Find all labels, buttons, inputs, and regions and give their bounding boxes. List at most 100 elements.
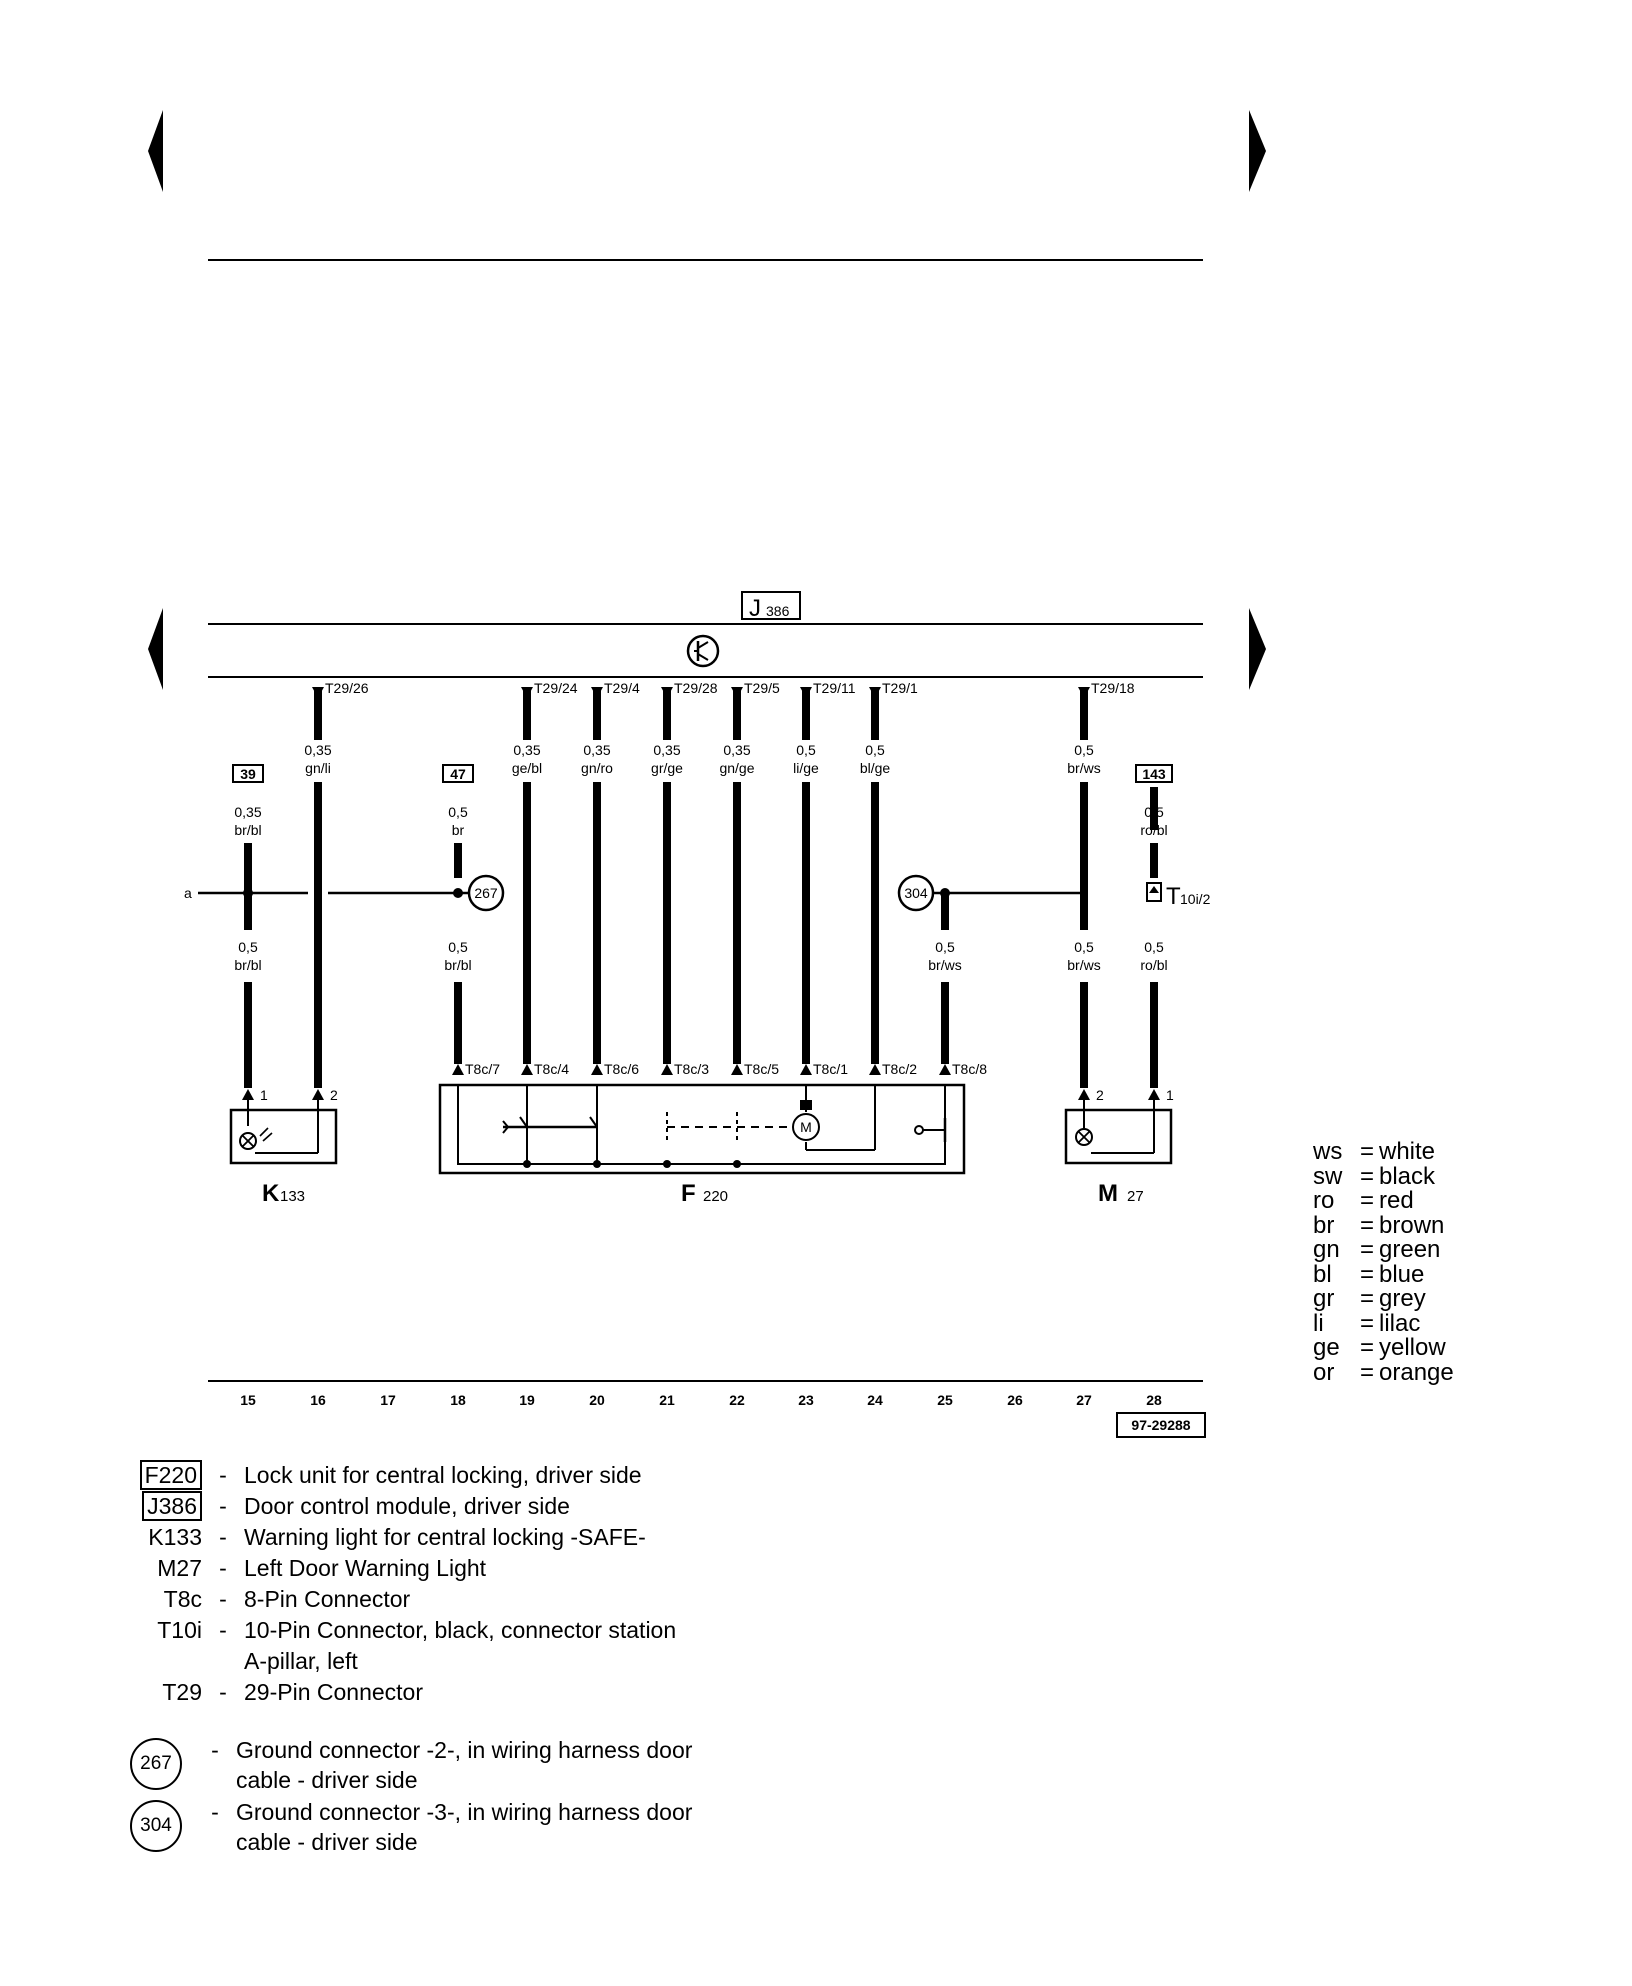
- m27-label-main: M: [1098, 1180, 1118, 1207]
- svg-text:br/ws: br/ws: [1067, 957, 1100, 973]
- motor-icon: M: [792, 1100, 820, 1141]
- legend-color-name: red: [1379, 1187, 1414, 1214]
- ground-description-line2: cable - driver side: [236, 1829, 418, 1855]
- k133-label-sub: 133: [280, 1188, 305, 1205]
- svg-text:0,35: 0,35: [234, 804, 261, 820]
- legend-equals: =: [1359, 1236, 1374, 1263]
- dash: -: [211, 1737, 219, 1763]
- dash: -: [219, 1679, 227, 1705]
- ground-row: 267 - Ground connector -2-, in wiring ha…: [130, 1735, 796, 1795]
- legend-abbr: ws: [1313, 1138, 1343, 1165]
- ground-description-line1: Ground connector -3-, in wiring harness …: [236, 1799, 693, 1825]
- svg-text:br/ws: br/ws: [928, 957, 961, 973]
- legend-abbr: ge: [1313, 1334, 1340, 1361]
- legend-row: or=orange: [1313, 1358, 1454, 1386]
- t8c-arrows: [242, 1064, 1160, 1100]
- ref-boxes: 39 47 143: [232, 764, 1173, 783]
- m27-component: [1064, 1100, 1173, 1165]
- svg-text:T29/4: T29/4: [604, 680, 640, 696]
- component-row: M27 - Left Door Warning Light: [130, 1553, 804, 1584]
- svg-text:0,5: 0,5: [865, 742, 885, 758]
- legend-color-name: green: [1379, 1236, 1441, 1263]
- svg-text:br/bl: br/bl: [234, 957, 261, 973]
- prev-page-arrow-mid[interactable]: [148, 608, 163, 690]
- svg-text:gn/ro: gn/ro: [581, 760, 613, 776]
- svg-text:26: 26: [1007, 1392, 1023, 1408]
- ground-267-symbol: 267: [458, 874, 505, 912]
- svg-text:T8c/7: T8c/7: [465, 1061, 500, 1077]
- f220-component: [438, 1083, 966, 1175]
- component-code: K133: [148, 1524, 202, 1550]
- svg-text:18: 18: [450, 1392, 466, 1408]
- pin-labels: 1 2 2 1: [260, 1087, 1174, 1103]
- mid-wire-labels-bottom: 0,5 br/bl 0,5 br/bl 0,5 br/ws 0,5 br/ws …: [234, 939, 1167, 973]
- svg-text:T8c/5: T8c/5: [744, 1061, 779, 1077]
- svg-text:T29/11: T29/11: [813, 680, 856, 696]
- legend-color-name: lilac: [1379, 1309, 1421, 1337]
- j386-label-main: J: [749, 595, 761, 622]
- component-description: Door control module, driver side: [244, 1493, 570, 1519]
- legend-equals: =: [1359, 1138, 1374, 1165]
- svg-text:16: 16: [310, 1392, 326, 1408]
- ground-code-circle: 304: [130, 1800, 182, 1852]
- figure-id-box: [1116, 1412, 1206, 1438]
- ground-description-line1: Ground connector -2-, in wiring harness …: [236, 1737, 693, 1763]
- svg-text:39: 39: [240, 766, 256, 782]
- legend-abbr: br: [1313, 1211, 1335, 1239]
- svg-text:T: T: [1166, 883, 1181, 910]
- component-description-line2: A-pillar, left: [244, 1648, 358, 1674]
- next-page-arrow-mid[interactable]: [1249, 608, 1266, 690]
- svg-text:br/ws: br/ws: [1067, 760, 1100, 776]
- component-row: T29 - 29-Pin Connector: [130, 1677, 804, 1708]
- svg-text:24: 24: [867, 1392, 883, 1408]
- svg-text:0,5: 0,5: [1144, 804, 1164, 820]
- svg-text:0,5: 0,5: [448, 804, 468, 820]
- component-description: 8-Pin Connector: [244, 1586, 411, 1612]
- track-numbers: 15 16 17 18 19 20 21 22 23 24 25 26 27 2…: [240, 1392, 1162, 1408]
- legend-color-name: blue: [1379, 1260, 1425, 1288]
- prev-page-arrow-top[interactable]: [148, 110, 163, 192]
- legend-row: bl=blue: [1313, 1260, 1454, 1288]
- svg-text:0,5: 0,5: [1144, 939, 1164, 955]
- svg-text:20: 20: [589, 1392, 605, 1408]
- component-code: T29: [162, 1679, 202, 1705]
- component-code: T10i: [157, 1617, 202, 1643]
- ground-code-circle: 267: [130, 1738, 182, 1790]
- legend-row: li=lilac: [1313, 1309, 1454, 1337]
- svg-text:br/bl: br/bl: [444, 957, 471, 973]
- next-page-arrow-top[interactable]: [1249, 110, 1266, 192]
- legend-equals: =: [1359, 1285, 1374, 1312]
- a-label: a: [184, 885, 192, 901]
- component-description-line1: 10-Pin Connector, black, connector stati…: [244, 1617, 677, 1643]
- svg-text:li/ge: li/ge: [793, 760, 819, 776]
- svg-text:T29/5: T29/5: [744, 680, 780, 696]
- component-row: J386 - Door control module, driver side: [130, 1491, 804, 1522]
- svg-text:27: 27: [1076, 1392, 1092, 1408]
- component-row: K133 - Warning light for central locking…: [130, 1522, 804, 1553]
- ground-description: Ground connector -2-, in wiring harness …: [236, 1735, 796, 1795]
- svg-text:M: M: [800, 1119, 812, 1135]
- m27-label-sub: 27: [1127, 1188, 1144, 1205]
- component-row: T8c - 8-Pin Connector: [130, 1584, 804, 1615]
- legend-row: gn=green: [1313, 1236, 1454, 1263]
- svg-text:0,35: 0,35: [304, 742, 331, 758]
- legend-color-name: orange: [1379, 1358, 1454, 1386]
- legend-row: br=brown: [1313, 1211, 1454, 1239]
- legend-color-name: grey: [1379, 1285, 1426, 1312]
- t8c-labels: T8c/7 T8c/4 T8c/6 T8c/3 T8c/5 T8c/1 T8c/…: [465, 1061, 987, 1077]
- component-list: F220 - Lock unit for central locking, dr…: [130, 1460, 804, 1708]
- ground-304-symbol: 304: [897, 874, 945, 912]
- svg-text:267: 267: [474, 885, 498, 901]
- k133-label-main: K: [262, 1180, 280, 1207]
- svg-text:T29/28: T29/28: [674, 680, 718, 696]
- svg-text:143: 143: [1142, 766, 1166, 782]
- dash: -: [219, 1586, 227, 1612]
- svg-text:T29/18: T29/18: [1091, 680, 1135, 696]
- svg-text:10i/2: 10i/2: [1180, 891, 1211, 907]
- svg-text:0,5: 0,5: [448, 939, 468, 955]
- legend-equals: =: [1359, 1260, 1374, 1288]
- svg-text:gr/ge: gr/ge: [651, 760, 683, 776]
- dash: -: [211, 1799, 219, 1825]
- figure-id: 97-29288: [1131, 1417, 1190, 1433]
- svg-text:15: 15: [240, 1392, 256, 1408]
